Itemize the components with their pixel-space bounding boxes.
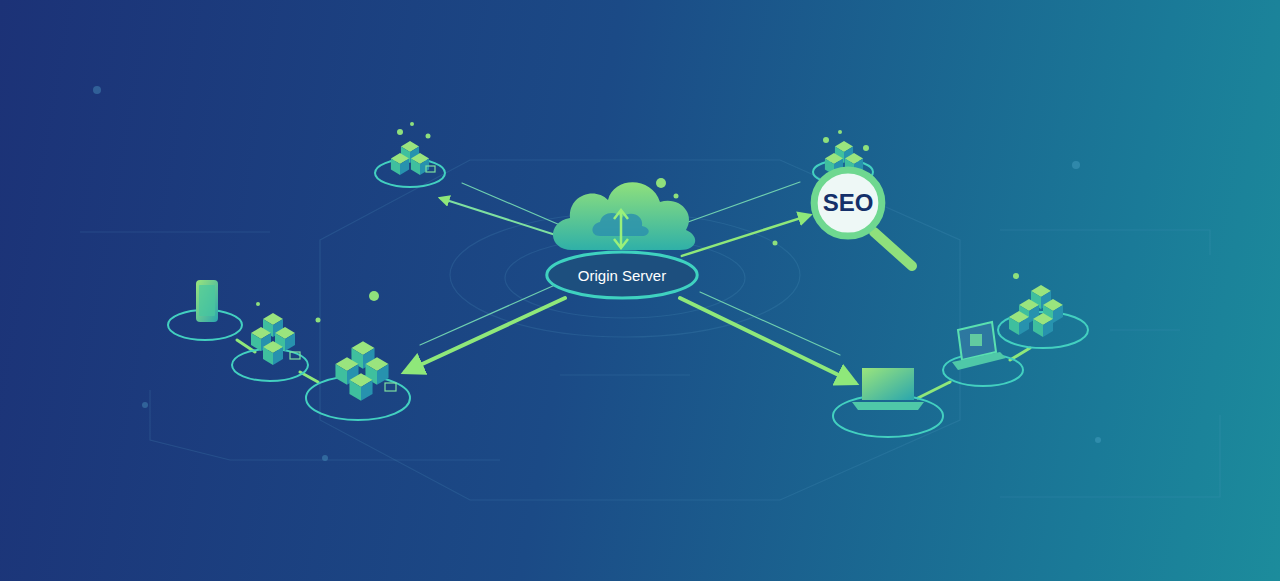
origin-server-platform: Origin Server — [542, 250, 702, 300]
connector-arrow — [682, 215, 810, 256]
server-label: Origin Server — [578, 267, 666, 284]
seo-magnifier: SEO — [812, 167, 884, 239]
seo-label: SEO — [823, 189, 874, 217]
